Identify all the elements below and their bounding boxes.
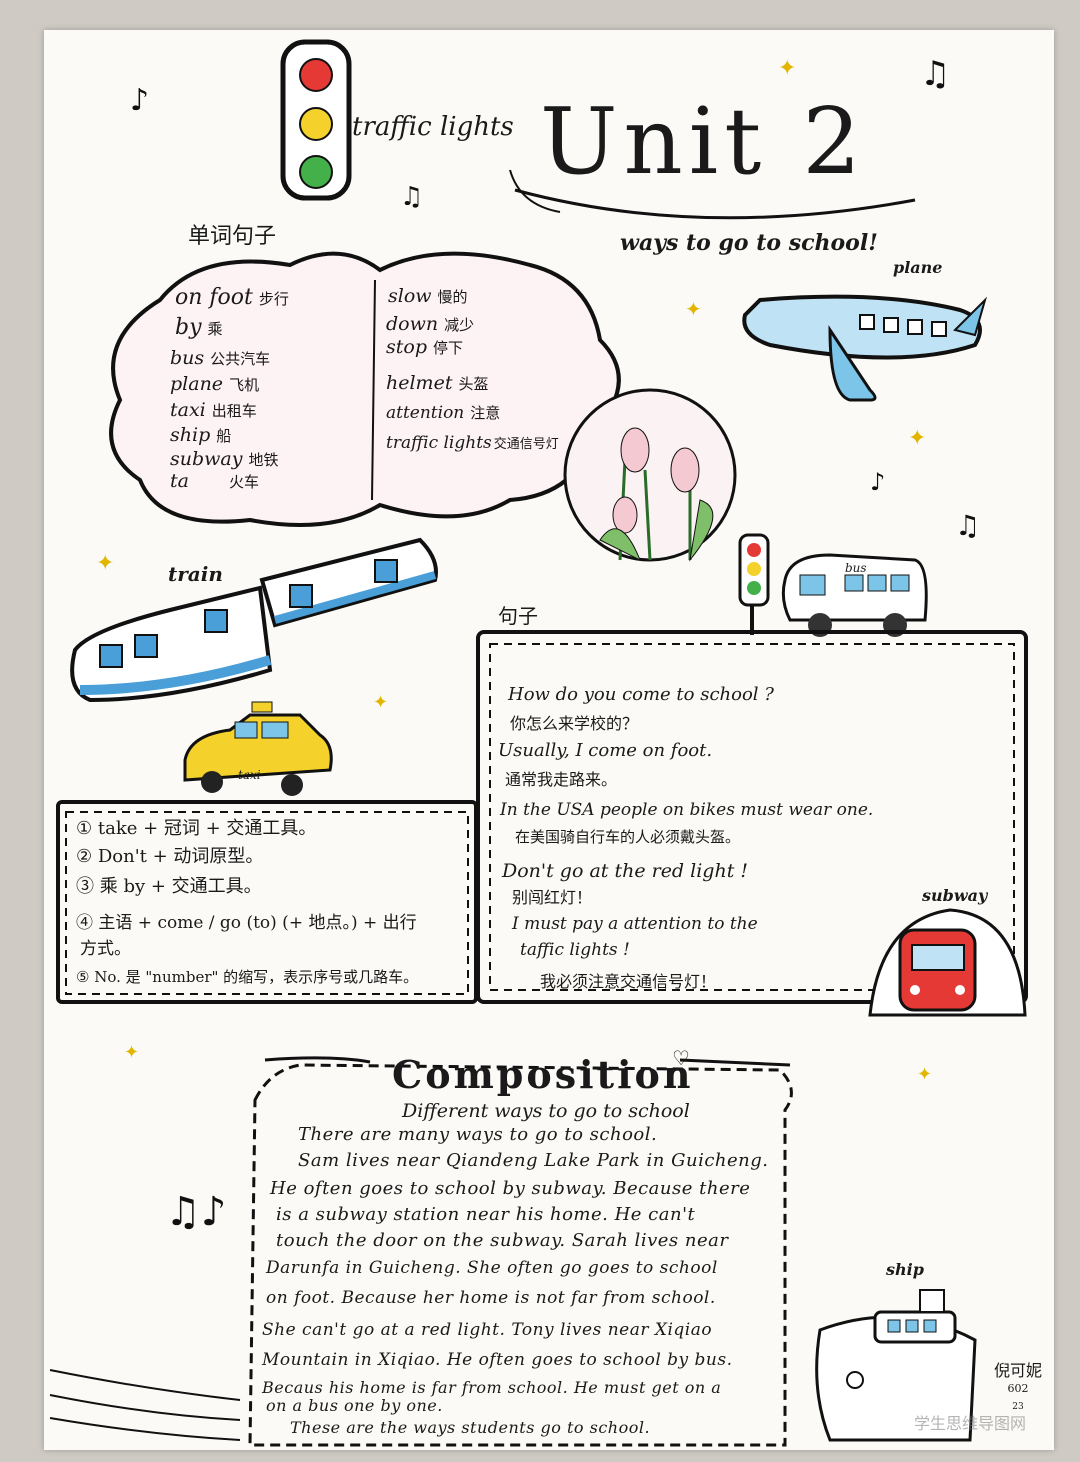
composition-line: touch the door on the subway. Sarah live… — [276, 1230, 729, 1251]
sentence-en-cont: taffic lights ! — [520, 940, 630, 960]
sentences-heading: 句子 — [498, 604, 538, 628]
traffic-lights-label: traffic lights — [352, 112, 514, 142]
svg-text:♫: ♫ — [400, 182, 423, 212]
svg-text:♫: ♫ — [920, 54, 950, 94]
notes-box — [56, 800, 478, 1004]
svg-text:✦: ✦ — [124, 1042, 139, 1063]
music-note-icon: ♪ — [130, 83, 149, 118]
composition-line: There are many ways to go to school. — [298, 1124, 658, 1145]
svg-text:✦: ✦ — [685, 297, 702, 321]
traffic-light-icon — [280, 39, 352, 201]
sentence-zh: 你怎么来学校的？ — [510, 714, 639, 733]
svg-text:♫♪: ♫♪ — [165, 1189, 226, 1235]
watermark: 学生思维导图网 — [914, 1414, 1027, 1433]
sentence-zh: 在美国骑自行车的人必须戴头盔。 — [515, 828, 741, 846]
sentence-en: How do you come to school ? — [508, 684, 774, 705]
composition-heading: Composition — [392, 1052, 694, 1097]
composition-line: on a bus one by one. — [266, 1396, 443, 1415]
sentence-zh: 我必须注意交通信号灯！ — [540, 972, 717, 991]
unit-title: Unit 2 — [540, 88, 867, 195]
note-item: ④ 主语 + come / go (to) (+ 地点。) + 出行 — [76, 913, 417, 933]
sentence-en: In the USA people on bikes must wear one… — [500, 800, 874, 820]
sentence-en: Don't go at the red light ! — [502, 860, 748, 882]
composition-title: Different ways to go to school — [402, 1100, 690, 1122]
subway-label: subway — [922, 886, 988, 905]
train-icon — [70, 537, 438, 703]
composition-frame — [248, 1063, 793, 1447]
taxi-label: taxi — [238, 768, 261, 782]
ship-icon — [815, 1289, 977, 1442]
composition-line: on foot. Because her home is not far fro… — [266, 1288, 716, 1308]
svg-text:✦: ✦ — [373, 692, 388, 713]
sentence-zh: 别闯红灯！ — [512, 888, 593, 907]
svg-text:✦: ✦ — [96, 551, 114, 576]
vocab-heading: 单词句子 — [188, 224, 277, 249]
composition-line: is a subway station near his home. He ca… — [276, 1204, 696, 1225]
bus-icon — [781, 553, 928, 637]
note-item: 方式。 — [80, 939, 131, 959]
signature-num: 23 — [1012, 1402, 1024, 1412]
svg-text:✦: ✦ — [778, 56, 796, 81]
composition-line: Becaus his home is far from school. He m… — [262, 1378, 722, 1397]
sentence-en: Usually, I come on foot. — [498, 740, 713, 761]
svg-text:♪: ♪ — [870, 468, 885, 496]
plane-icon — [742, 294, 988, 402]
svg-text:✦: ✦ — [917, 1064, 932, 1085]
sentence-zh: 通常我走路来。 — [505, 770, 618, 789]
composition-line: He often goes to school by subway. Becau… — [270, 1178, 751, 1199]
unit-subtitle: ways to go to school! — [620, 230, 878, 256]
train-label: train — [168, 562, 223, 586]
composition-line: These are the ways students go to school… — [290, 1418, 651, 1437]
signature-name: 倪可妮 — [994, 1361, 1043, 1380]
note-item: ③ 乘 by + 交通工具。 — [76, 876, 262, 897]
ship-label: ship — [886, 1260, 924, 1279]
bus-label: bus — [845, 561, 867, 575]
svg-text:✦: ✦ — [908, 426, 926, 451]
plane-label: plane — [893, 258, 943, 277]
subway-icon — [868, 908, 1027, 1017]
title-swoosh — [514, 188, 916, 220]
signature: 倪可妮 602 23 — [994, 1362, 1042, 1416]
note-item: ⑤ No. 是 "number" 的缩写，表示序号或几路车。 — [76, 968, 419, 986]
composition-line: She can't go at a red light. Tony lives … — [262, 1320, 713, 1340]
svg-text:♫: ♫ — [955, 509, 980, 542]
note-item: ① take + 冠词 + 交通工具。 — [76, 818, 317, 839]
small-traffic-light-icon — [738, 533, 770, 635]
composition-line: Mountain in Xiqiao. He often goes to sch… — [262, 1350, 733, 1370]
note-item: ② Don't + 动词原型。 — [76, 846, 264, 867]
taxi-icon — [183, 701, 333, 796]
composition-line: Sam lives near Qiandeng Lake Park in Gui… — [298, 1150, 769, 1171]
signature-class: 602 — [1007, 1382, 1029, 1395]
composition-line: Darunfa in Guicheng. She often go goes t… — [266, 1258, 718, 1278]
svg-text:♡: ♡ — [672, 1046, 690, 1070]
sentence-en: I must pay a attention to the — [512, 914, 758, 934]
